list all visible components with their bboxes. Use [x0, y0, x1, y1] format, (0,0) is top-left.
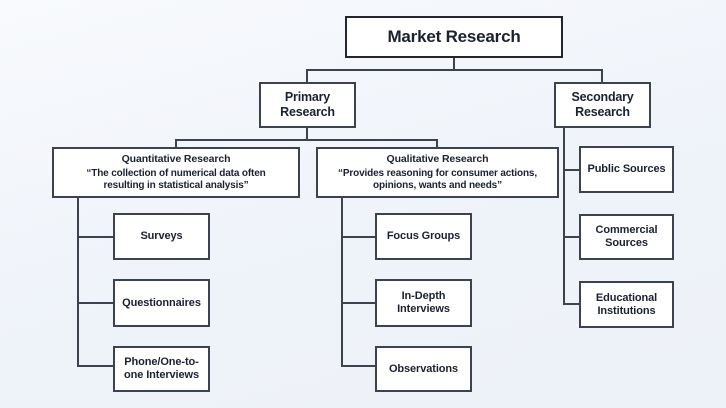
node-in-depth-interviews-label: In-Depth Interviews [397, 290, 450, 315]
connector-primary-bar [175, 139, 438, 141]
node-questionnaires: Questionnaires [113, 279, 210, 327]
node-quantitative-research: Quantitative Research “The collection of… [52, 147, 300, 198]
quote-line: resulting in statistical analysis” [103, 179, 249, 191]
node-questionnaires-label: Questionnaires [122, 296, 201, 309]
node-commercial-sources: Commercial Sources [579, 214, 674, 260]
node-focus-groups: Focus Groups [375, 213, 472, 260]
node-commercial-sources-label: Commercial Sources [595, 224, 658, 249]
node-observations-label: Observations [388, 362, 459, 375]
connector-quantitative-column [77, 198, 79, 367]
connector-secondary-column [563, 128, 565, 305]
node-qualitative-research: Qualitative Research “Provides reasoning… [316, 147, 559, 198]
node-quantitative-research-quote: “The collection of numerical data often … [86, 168, 265, 192]
node-qualitative-research-quote: “Provides reasoning for consumer actions… [338, 168, 537, 192]
connector-stub-educational-institutions [563, 303, 579, 305]
node-market-research-label: Market Research [387, 26, 521, 46]
node-educational-institutions-label: Educational Institutions [595, 291, 658, 317]
node-market-research: Market Research [345, 16, 563, 58]
connector-stub-questionnaires [77, 302, 113, 304]
connector-stub-phone-interviews [77, 365, 113, 367]
quote-line: “The collection of numerical data often [86, 167, 266, 179]
node-focus-groups-label: Focus Groups [386, 230, 461, 243]
node-surveys: Surveys [113, 213, 210, 260]
node-surveys-label: Surveys [140, 230, 183, 243]
node-primary-research: Primary Research [259, 82, 356, 128]
connector-stub-surveys [77, 236, 113, 238]
connector-qualitative-top [436, 139, 438, 147]
node-educational-institutions: Educational Institutions [579, 281, 674, 328]
node-phone-interviews: Phone/One-to-one Interviews [113, 346, 210, 392]
connector-stub-focus-groups [341, 236, 375, 238]
quote-line: “Provides reasoning for consumer actions… [338, 167, 537, 179]
quote-line: opinions, wants and needs” [373, 179, 502, 191]
connector-root-bar [306, 69, 603, 71]
connector-quantitative-top [175, 139, 177, 147]
connector-stub-commercial-sources [563, 236, 579, 238]
connector-stub-public-sources [563, 169, 579, 171]
connector-qualitative-column [341, 198, 343, 367]
connector-stub-in-depth-interviews [341, 302, 375, 304]
node-qualitative-research-title: Qualitative Research [386, 153, 489, 166]
node-observations: Observations [375, 346, 472, 392]
connector-stub-observations [341, 365, 375, 367]
connector-secondary-top [601, 69, 603, 82]
node-phone-interviews-label: Phone/One-to-one Interviews [123, 356, 199, 381]
node-primary-research-label: Primary Research [280, 90, 335, 119]
node-secondary-research: Secondary Research [554, 82, 651, 128]
connector-primary-stem [306, 128, 308, 141]
node-public-sources-label: Public Sources [587, 163, 666, 176]
connector-root-stem [453, 57, 455, 70]
node-in-depth-interviews: In-Depth Interviews [375, 279, 472, 327]
node-public-sources: Public Sources [579, 146, 674, 193]
connector-primary-top [306, 69, 308, 82]
node-secondary-research-label: Secondary Research [571, 90, 634, 119]
node-quantitative-research-title: Quantitative Research [121, 153, 231, 166]
